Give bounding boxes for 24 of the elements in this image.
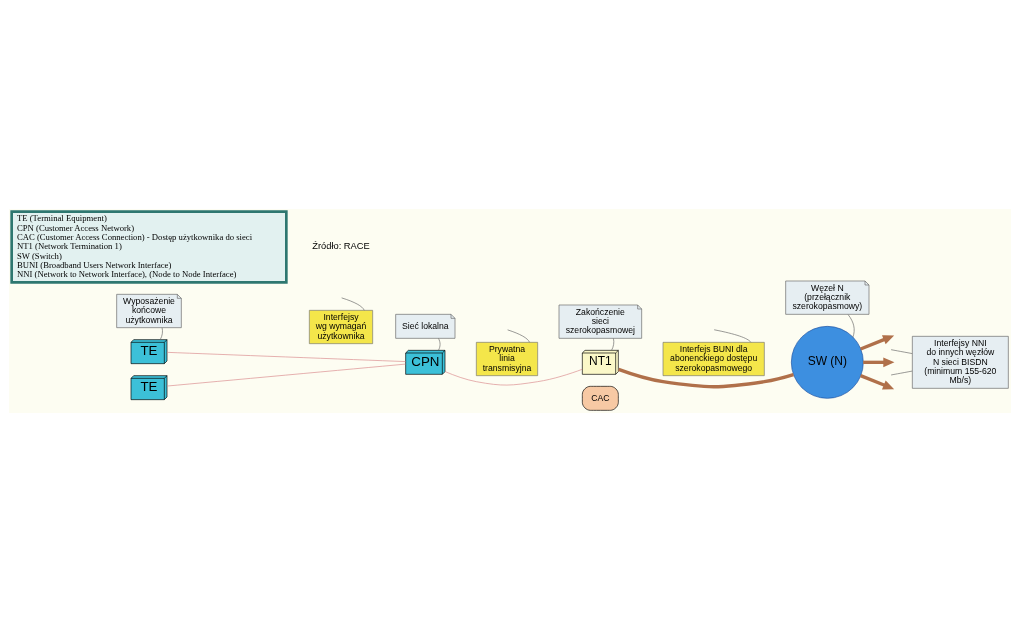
arrow (863, 356, 895, 367)
connector (890, 348, 913, 354)
node-box: Interfejsy wg wymagań użytkownika (309, 309, 373, 344)
arrow (860, 334, 895, 351)
connector (847, 313, 855, 337)
connector (611, 337, 615, 351)
node-box: Interfejs BUNI dla abonenckiego dostępu szerokopasmowego (662, 341, 765, 376)
node-box: Prywatna linia transmisyjna (476, 341, 538, 376)
node-box: CAC (582, 385, 619, 411)
connector (166, 363, 406, 386)
connector (507, 329, 530, 343)
node-box: Interfejsy NNI do innych węzłów N sieci BISDN (minimum 155-620 Mb/s) (912, 335, 1009, 389)
node-circle: SW (N) (791, 325, 864, 399)
connector (166, 351, 406, 362)
connector (890, 370, 913, 375)
node-box: TE (Terminal Equipment) CPN (Customer Access Network) CAC (Customer Access Connection) - Dostęp użytkownika do sieci NT1 (Network Termination 1) SW (Switch) BUNI (Broadband Users Network Interface) NNI (Network to Network Interface), (Node to Node Interface) (10, 209, 288, 284)
connector (713, 328, 752, 343)
label: Źródło: RACE (312, 240, 370, 251)
connector (444, 368, 583, 385)
connector (438, 337, 441, 351)
connector (341, 297, 365, 311)
connector (618, 367, 794, 388)
arrow (860, 373, 895, 390)
connector (159, 326, 163, 340)
